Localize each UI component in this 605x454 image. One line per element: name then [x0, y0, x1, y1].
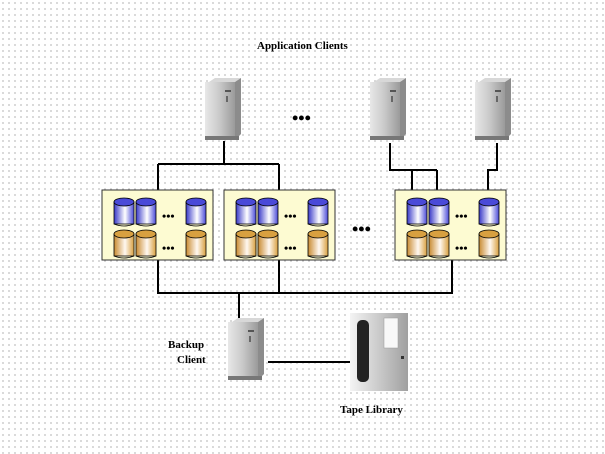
blue-disk-icon — [114, 198, 134, 226]
app-server-3 — [475, 78, 511, 140]
disk-ellipsis: ••• — [162, 209, 175, 223]
tan-disk-icon — [407, 230, 427, 258]
app-server-1 — [205, 78, 241, 140]
tan-disk-icon — [136, 230, 156, 258]
app-server-2 — [370, 78, 406, 140]
tan-disk-icon — [308, 230, 328, 258]
tan-disk-icon — [258, 230, 278, 258]
blue-disk-icon — [407, 198, 427, 226]
blue-disk-icon — [136, 198, 156, 226]
disk-ellipsis: ••• — [455, 209, 468, 223]
tan-disk-icon — [236, 230, 256, 258]
tan-disk-icon — [186, 230, 206, 258]
blue-disk-icon — [429, 198, 449, 226]
disk-ellipsis: ••• — [284, 209, 297, 223]
servers-ellipsis: ••• — [292, 108, 311, 128]
tan-disk-icon — [429, 230, 449, 258]
arrays-ellipsis: ••• — [352, 219, 371, 239]
backup-bus — [158, 260, 452, 293]
blue-disk-icon — [308, 198, 328, 226]
storage-array-2: ••• ••• — [224, 190, 335, 260]
disk-ellipsis: ••• — [284, 241, 297, 255]
blue-disk-icon — [186, 198, 206, 226]
tan-disk-icon — [479, 230, 499, 258]
blue-disk-icon — [479, 198, 499, 226]
backup-server — [228, 318, 264, 380]
disk-ellipsis: ••• — [162, 241, 175, 255]
disk-ellipsis: ••• — [455, 241, 468, 255]
storage-array-3: ••• ••• — [395, 190, 506, 260]
server1-link — [158, 141, 279, 190]
tape-library — [350, 313, 408, 391]
blue-disk-icon — [236, 198, 256, 226]
blue-disk-icon — [258, 198, 278, 226]
storage-array-1: ••• ••• — [102, 190, 213, 260]
tan-disk-icon — [114, 230, 134, 258]
